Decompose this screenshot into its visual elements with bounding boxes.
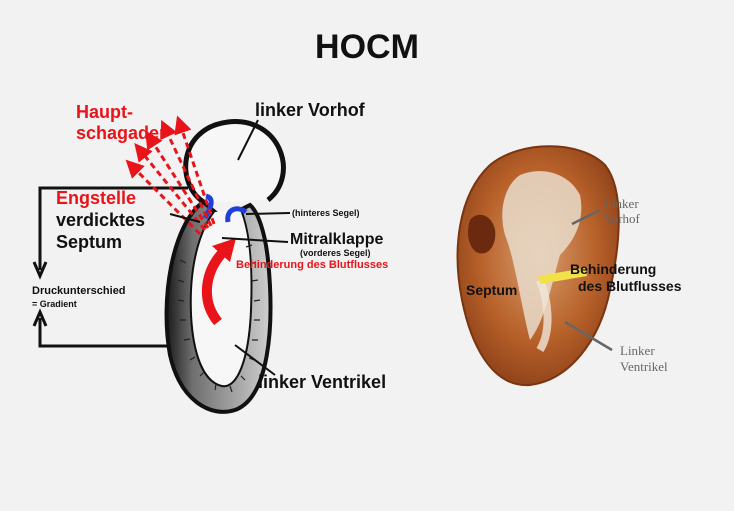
posterior-leader xyxy=(246,213,290,214)
photo-label-septum: Septum xyxy=(466,282,517,298)
photo-label-ventricle-2: Ventrikel xyxy=(620,359,668,374)
label-anterior-leaflet: (vorderes Segel) xyxy=(300,248,371,258)
label-thick-septum-2: Septum xyxy=(56,232,122,252)
label-flow-obstruction: Behinderung des Blutflusses xyxy=(236,259,388,271)
label-pressure-diff: Druckunterschied xyxy=(32,285,126,297)
photo-label-atrium-2: Vorhof xyxy=(604,211,641,226)
label-posterior-leaflet: (hinteres Segel) xyxy=(292,208,360,218)
label-narrowing: Engstelle xyxy=(56,188,136,208)
label-mitral-valve: Mitralklappe xyxy=(290,231,383,248)
label-aorta-2: schagader xyxy=(76,123,166,143)
photo-label-ventricle-1: Linker xyxy=(620,343,655,358)
photo-label-atrium-1: Linker xyxy=(604,196,639,211)
label-left-atrium: linker Vorhof xyxy=(255,100,366,120)
label-left-ventricle: linker Ventrikel xyxy=(258,372,386,392)
slide-title: HOCM xyxy=(315,28,419,66)
photo-label-obstruction-2: des Blutflusses xyxy=(578,278,682,294)
left-atrium-outline xyxy=(186,122,284,203)
photo-label-obstruction-1: Behinderung xyxy=(570,261,656,277)
label-thick-septum-1: verdicktes xyxy=(56,210,145,230)
label-aorta-1: Haupt- xyxy=(76,102,133,122)
label-gradient: = Gradient xyxy=(32,299,77,309)
